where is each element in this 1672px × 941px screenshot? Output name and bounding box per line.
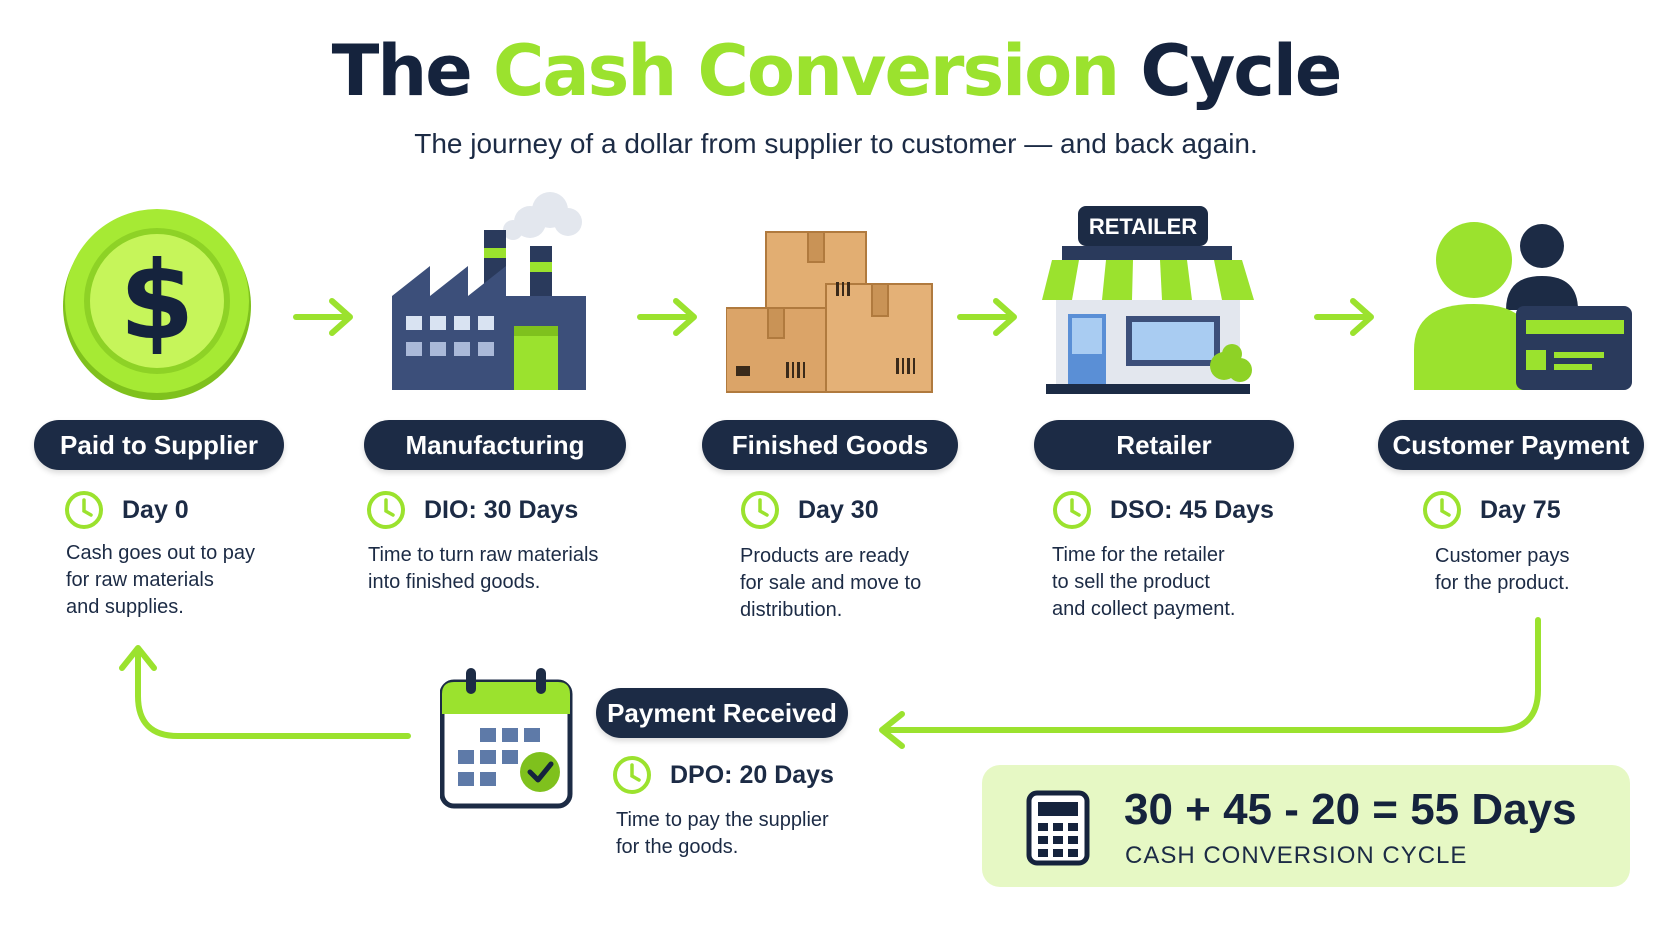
stage-description: Time to turn raw materials into finished… [368, 544, 599, 593]
result-panel [982, 765, 1630, 887]
customer-card-icon [1414, 222, 1632, 390]
calendar-check-icon [440, 668, 573, 809]
stage-pill-paid-to-supplier: Paid to Supplier [34, 420, 284, 470]
loop-arrowhead-up-icon [119, 645, 157, 671]
stage-pill-finished-goods: Finished Goods [702, 420, 958, 470]
result-formula: 30 + 45 - 20 = 55 Days [1124, 785, 1577, 834]
arrow-2-icon [637, 298, 697, 336]
title-accent: Cash Conversion [493, 30, 1120, 112]
clock-icon [1423, 491, 1461, 529]
stage-day: DSO: 45 Days [1110, 495, 1274, 524]
forward-arrows [293, 298, 1374, 336]
svg-text:$: $ [119, 239, 194, 364]
stage-day-row: DIO: 30 Days [366, 488, 578, 532]
arrow-3-icon [957, 298, 1017, 336]
dollar-coin-icon: $ [63, 209, 251, 400]
page-subtitle: The journey of a dollar from supplier to… [414, 128, 1258, 159]
clock-icon [1053, 491, 1091, 529]
stage-description: Cash goes out to pay for raw materials a… [66, 542, 256, 618]
boxes-icon [726, 231, 933, 393]
payment-received-pill: Payment Received [596, 688, 848, 738]
stage-day-row: Day 75 [1422, 488, 1561, 532]
stage-day: Day 0 [122, 495, 189, 524]
stage-day-row: DSO: 45 Days [1052, 488, 1274, 532]
stage-pill-manufacturing: Manufacturing [364, 420, 626, 470]
title-prefix: The [331, 30, 473, 112]
clock-icon [367, 491, 405, 529]
stage-day: DIO: 30 Days [424, 495, 579, 524]
stage-description: Products are ready for sale and move to … [740, 545, 922, 621]
clock-icon [741, 491, 779, 529]
clock-icon [65, 491, 103, 529]
payment-received-day-row: DPO: 20 Days [612, 753, 834, 797]
stage-day: Day 75 [1480, 495, 1561, 524]
stage-pill-customer-payment: Customer Payment [1378, 420, 1644, 470]
arrow-1-icon [293, 298, 353, 336]
stage-day: Day 30 [798, 495, 879, 524]
return-loop [119, 617, 1541, 749]
stage-pill-retailer: Retailer [1034, 420, 1294, 470]
stage-description: Customer pays for the product. [1435, 545, 1570, 594]
result-caption: CASH CONVERSION CYCLE [1125, 842, 1468, 869]
payment-received-day: DPO: 20 Days [670, 760, 834, 789]
title-suffix: Cycle [1140, 30, 1342, 112]
stage-description: Time for the retailer to sell the produc… [1052, 544, 1236, 620]
retailer-sign-text: RETAILER [1089, 214, 1197, 239]
clock-icon [613, 756, 651, 794]
page-title: The Cash Conversion Cycle [0, 30, 1672, 112]
stage-day-row: Day 0 [64, 488, 189, 532]
factory-icon [392, 192, 586, 390]
store-icon: RETAILER [1042, 206, 1254, 394]
arrow-4-icon [1314, 298, 1374, 336]
payment-received-description: Time to pay the supplier for the goods. [616, 809, 829, 858]
calculator-icon [1026, 790, 1090, 866]
stage-day-row: Day 30 [740, 488, 879, 532]
loop-arrowhead-left-icon [879, 711, 905, 749]
loop-to-supplier [135, 649, 411, 739]
loop-from-customer [882, 617, 1541, 733]
